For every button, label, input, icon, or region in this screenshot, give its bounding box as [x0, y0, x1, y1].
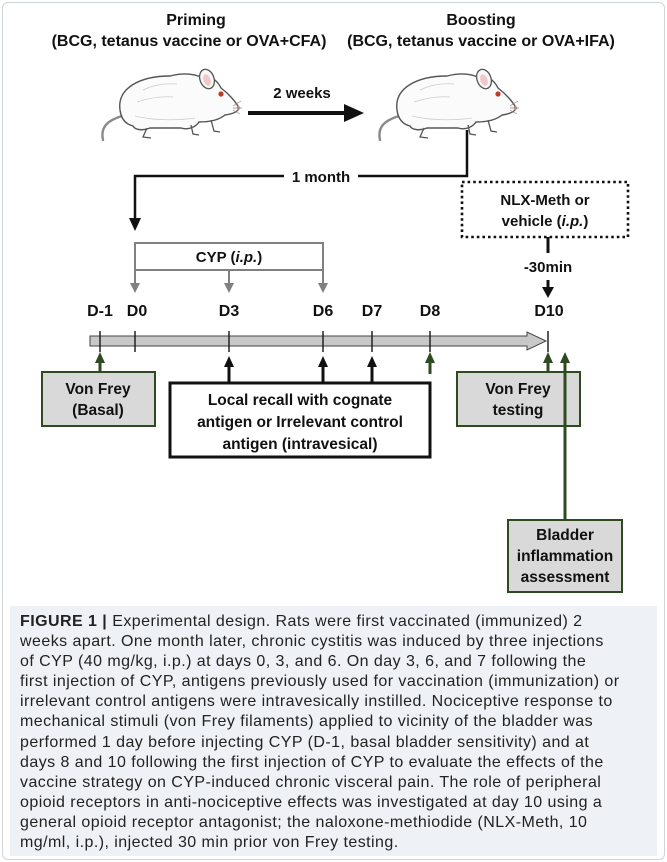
priming-title: Priming — [166, 12, 226, 29]
bladder-assessment-line1: Bladder — [536, 527, 594, 544]
priming-subtitle: (BCG, tetanus vaccine or OVA+CFA) — [52, 33, 327, 50]
cyp-injection-arrowhead — [224, 283, 234, 293]
caption-line: days 8 and 10 following the first inject… — [20, 753, 604, 771]
bladder-assessment-line2: inflammation — [517, 548, 613, 565]
cyp-label-text: CYP ( — [196, 249, 236, 266]
day-label: D3 — [219, 303, 240, 320]
von-frey-testing-arrowhead — [425, 352, 435, 363]
caption-line: mechanical stimuli (von Frey filaments) … — [20, 713, 594, 731]
prime-boost-interval-label: 2 weeks — [273, 85, 331, 102]
day-label: D-1 — [87, 303, 113, 320]
caption-line: mg/ml, i.p.), injected 30 min prior von … — [20, 834, 399, 852]
caption-line: performed 1 day before injecting CYP (D-… — [20, 733, 590, 751]
day-label: D10 — [534, 303, 563, 320]
bladder-assessment-box — [507, 519, 623, 593]
caption-figure-label: FIGURE 1 | — [20, 613, 108, 630]
boosting-rat-illustration — [378, 66, 521, 142]
figure-caption: FIGURE 1 |Experimental design. Rats were… — [10, 606, 657, 856]
caption-line: of CYP (40 mg/kg, i.p.) at days 0, 3, an… — [20, 653, 587, 671]
day-label: D6 — [313, 303, 334, 320]
nlx-route-text: i.p. — [562, 213, 584, 230]
local-recall-line2: antigen or Irrelevant control — [197, 414, 403, 431]
local-recall-box — [168, 381, 432, 459]
caption-line: general opioid receptor antagonist; the … — [20, 813, 588, 831]
bladder-assessment-line3: assessment — [521, 569, 610, 586]
caption-line: first injection of CYP, antigens previou… — [20, 673, 620, 691]
nlx-vehicle-text: vehicle ( — [502, 213, 562, 230]
caption-line: FIGURE 1 |Experimental design. Rats were… — [20, 612, 657, 632]
cyp-route-text: i.p. — [236, 249, 258, 266]
von-frey-basal-box — [41, 371, 156, 427]
nlx-timing-arrowhead — [542, 287, 554, 298]
local-recall-arrowhead — [367, 356, 377, 367]
day-label: D0 — [127, 303, 148, 320]
experimental-design-diagram: Priming (BCG, tetanus vaccine or OVA+CFA… — [41, 12, 630, 593]
caption-text: Experimental design. Rats were first vac… — [112, 613, 583, 630]
boost-challenge-interval-label: 1 month — [292, 169, 350, 186]
cyp-injection-arrowhead — [130, 283, 140, 293]
interval-label-background — [284, 166, 358, 186]
nlx-timing-label: -30min — [524, 259, 572, 276]
caption-line: vaccine strategy on CYP-induced chronic … — [20, 773, 602, 791]
day-label: D7 — [362, 303, 383, 320]
von-frey-testing-arrowhead — [543, 352, 553, 363]
boosting-subtitle: (BCG, tetanus vaccine or OVA+IFA) — [347, 33, 615, 50]
nlx-closing-paren: ) — [583, 213, 588, 230]
boosting-title: Boosting — [446, 12, 515, 29]
local-recall-line1: Local recall with cognate — [208, 392, 393, 409]
von-frey-testing-line2: testing — [493, 402, 544, 419]
von-frey-basal-line2: (Basal) — [72, 402, 124, 419]
timeline-arrow — [89, 331, 548, 351]
local-recall-arrowhead — [318, 356, 328, 367]
day-label: D8 — [420, 303, 441, 320]
caption-line: weeks apart. One month later, chronic cy… — [20, 633, 604, 651]
priming-rat-illustration — [101, 66, 244, 142]
cyp-closing-paren: ) — [257, 249, 262, 266]
caption-line: opioid receptors in anti-nociceptive eff… — [20, 793, 603, 811]
bladder-assessment-arrowhead — [560, 352, 570, 363]
local-recall-line3: antigen (intravesical) — [222, 436, 377, 453]
nlx-treatment-line2: vehicle (i.p.) — [502, 213, 589, 230]
von-frey-testing-box — [456, 371, 581, 427]
von-frey-basal-arrowhead — [95, 352, 105, 363]
prime-to-boost-arrowhead — [344, 104, 364, 122]
nlx-treatment-box — [460, 180, 630, 239]
cyp-injection-arrowhead — [318, 283, 328, 293]
nlx-treatment-line1: NLX-Meth or — [500, 192, 589, 209]
von-frey-testing-line1: Von Frey — [485, 381, 551, 398]
caption-line: irrelevant control antigens were intrave… — [20, 693, 613, 711]
local-recall-arrowhead — [224, 356, 234, 367]
von-frey-basal-line1: Von Frey — [65, 381, 131, 398]
cyp-treatment-label: CYP (i.p.) — [196, 249, 262, 266]
boost-to-challenge-arrowhead — [129, 218, 141, 231]
